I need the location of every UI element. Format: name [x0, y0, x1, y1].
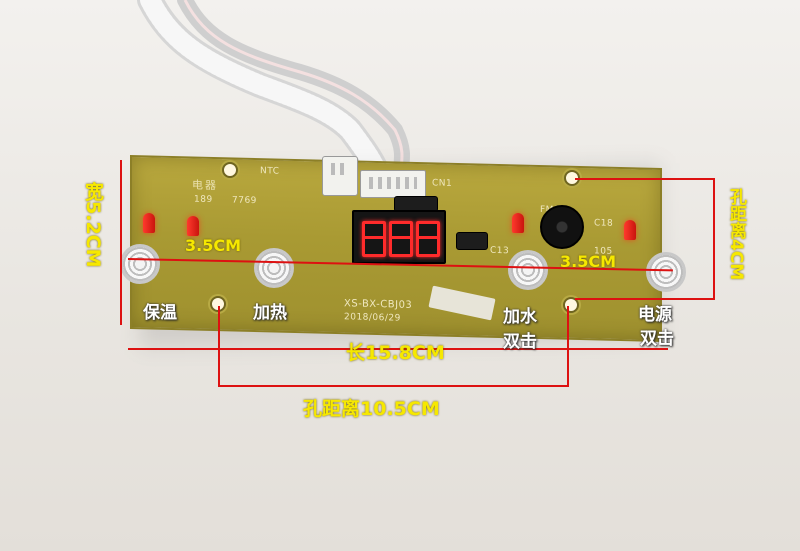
label-keep-warm: 保温: [143, 303, 177, 323]
label-power-double: 双击: [640, 329, 674, 349]
led-keep-warm: [143, 213, 155, 233]
digit-2: [389, 221, 413, 257]
right-vertical-line: [713, 178, 715, 300]
spring-contact-power: [646, 252, 686, 292]
silk-c18: C18: [594, 218, 614, 229]
silk-phone-2: 7769: [232, 195, 257, 207]
spring-contact-add-water: [508, 250, 548, 290]
led-add-water: [512, 213, 524, 233]
mount-hole-top-left: [222, 162, 238, 178]
led-heat: [187, 216, 199, 236]
digit-1: [362, 221, 386, 257]
hole-line-right: [567, 306, 569, 386]
led-power: [624, 220, 636, 240]
buzzer: [540, 205, 584, 249]
header-connector: [360, 170, 426, 198]
width-dimension-line: [120, 160, 122, 325]
label-add-water-double: 双击: [503, 332, 537, 352]
hole-distance-line: [218, 385, 569, 387]
label-add-water: 加水: [503, 307, 537, 327]
silk-ntc: NTC: [260, 166, 280, 177]
silk-model: XS-BX-CBJ03: [344, 298, 413, 311]
length-dimension-line: [128, 348, 668, 350]
right-hole-label: 孔距离4CM: [726, 188, 746, 281]
spacing-right-label: 3.5CM: [560, 252, 617, 271]
bottom-hole-label: 孔距离10.5CM: [303, 398, 440, 420]
wire-connector: [322, 156, 358, 196]
right-bottom-line: [575, 298, 715, 300]
right-top-line: [575, 178, 715, 180]
spacing-left-label: 3.5CM: [185, 236, 242, 255]
silk-cn1: CN1: [432, 178, 453, 189]
label-power: 电源: [638, 305, 672, 325]
spring-contact-heat: [254, 248, 294, 288]
silk-phone: 189: [194, 194, 213, 206]
length-label: 长15.8CM: [346, 342, 445, 364]
spring-contact-keep-warm: [120, 244, 160, 284]
width-label: 宽5.2CM: [82, 182, 104, 268]
capacitor-2: [456, 232, 488, 250]
digit-3: [416, 221, 440, 257]
silk-date: 2018/06/29: [344, 312, 401, 324]
silk-brand: 电器: [192, 178, 218, 193]
seven-segment-display: [352, 210, 446, 264]
label-heat: 加热: [253, 303, 287, 323]
silk-c13: C13: [490, 245, 510, 257]
hole-line-left: [218, 306, 220, 386]
